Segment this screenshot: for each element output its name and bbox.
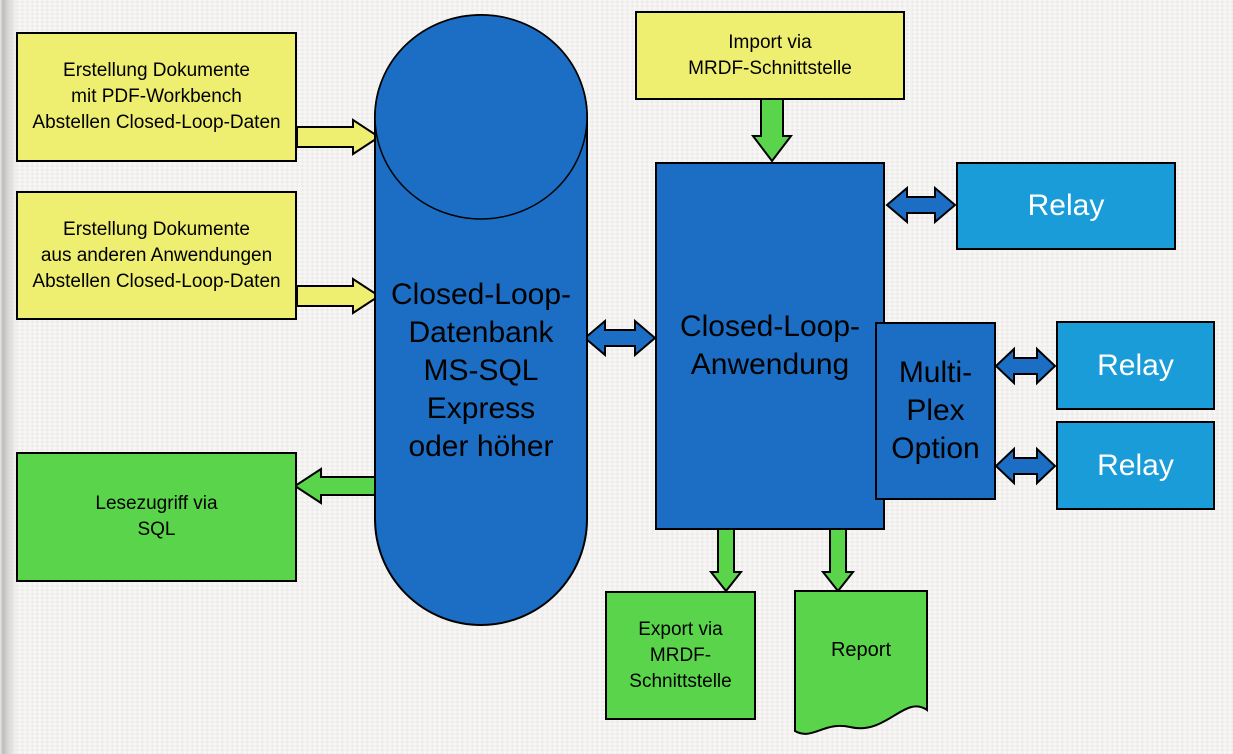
database-cylinder-top-circle <box>374 14 588 220</box>
arrow-application-relay1-bidirectional <box>885 185 957 225</box>
node-relay-2: Relay <box>1056 321 1215 410</box>
arrow-application-to-export <box>708 527 744 593</box>
slide-edge-shadow <box>0 0 18 754</box>
arrow-application-to-report <box>820 527 856 593</box>
node-relay-3-label: Relay <box>1097 448 1174 482</box>
node-import-mrdf: Import via MRDF-Schnittstelle <box>635 11 905 100</box>
arrow-import-to-application <box>750 97 794 163</box>
node-read-access-sql-label: Lesezugriff via SQL <box>95 493 218 540</box>
arrow-source-pdf-to-database <box>296 118 381 156</box>
node-relay-1-label: Relay <box>1027 189 1105 222</box>
arrow-database-application-bidirectional <box>583 318 657 358</box>
node-application-label: Closed-Loop- Anwendung <box>679 310 861 381</box>
report-document-shape <box>794 590 928 735</box>
report-label: Report <box>830 638 892 661</box>
node-relay-3: Relay <box>1056 421 1215 510</box>
arrow-multiplex-relay3-bidirectional <box>994 446 1057 486</box>
node-export-mrdf: Export via MRDF- Schnittstelle <box>605 591 756 720</box>
arrow-source-other-to-database <box>296 277 381 315</box>
node-import-mrdf-label: Import via MRDF-Schnittstelle <box>688 31 852 79</box>
arrow-database-to-read-access <box>293 467 378 505</box>
arrow-multiplex-relay2-bidirectional <box>994 346 1057 386</box>
node-relay-1: Relay <box>956 162 1176 250</box>
node-multiplex-option: Multi- Plex Option <box>875 322 996 500</box>
node-multiplex-option-label: Multi- Plex Option <box>891 356 980 465</box>
node-read-access-sql: Lesezugriff via SQL <box>16 452 297 582</box>
node-create-docs-pdf-workbench-label: Erstellung Dokumente mit PDF-Workbench A… <box>32 60 281 133</box>
node-export-mrdf-label: Export via MRDF- Schnittstelle <box>629 618 732 692</box>
node-create-docs-other-apps-label: Erstellung Dokumente aus anderen Anwendu… <box>32 218 281 292</box>
database-label: Closed-Loop- Datenbank MS-SQL Express od… <box>390 278 572 463</box>
node-application: Closed-Loop- Anwendung <box>655 162 885 530</box>
node-create-docs-pdf-workbench: Erstellung Dokumente mit PDF-Workbench A… <box>16 32 297 162</box>
node-create-docs-other-apps: Erstellung Dokumente aus anderen Anwendu… <box>16 191 297 320</box>
node-relay-2-label: Relay <box>1097 348 1174 382</box>
